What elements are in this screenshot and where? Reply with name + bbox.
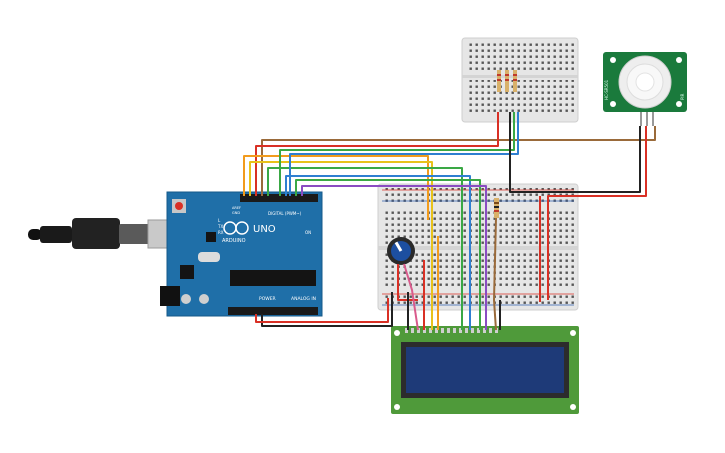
pir-right-text: PIR: [680, 93, 685, 100]
wire-blue-a: [285, 175, 471, 330]
wire-yellow-top: [249, 161, 433, 330]
wire-black-pir: [509, 112, 641, 193]
lcd-pin: [435, 328, 438, 333]
lcd-pin: [441, 328, 444, 333]
small-breadboard: [461, 37, 579, 123]
lcd-screen: [406, 347, 564, 393]
wire-red-top: [255, 112, 499, 196]
wire-pink-pot: [403, 263, 419, 331]
power-label: POWER: [259, 296, 276, 302]
lcd-pin: [447, 328, 450, 333]
on-label: ON: [305, 230, 311, 235]
wire-brown-pir: [261, 126, 656, 196]
atmega-chip: [230, 270, 316, 286]
lcd-pin: [477, 328, 480, 333]
lcd-pin: [483, 328, 486, 333]
lcd-pin: [495, 328, 498, 333]
wire-green-c: [295, 179, 481, 330]
wire-red-bottom: [255, 298, 389, 323]
wire-black-bottom: [261, 292, 393, 327]
arduino-model: UNO: [253, 224, 276, 235]
gnd-label: GND: [232, 211, 240, 215]
analog-label: ANALOG IN: [291, 296, 316, 302]
reset-button: [175, 202, 183, 210]
lcd-pin: [465, 328, 468, 333]
wire-brown-lcd: [493, 217, 497, 331]
power-jack: [160, 286, 180, 306]
l-label: L: [218, 218, 221, 223]
arduino-uno: ARDUINO UNO DIGITAL (PWM~) POWER ANALOG …: [28, 191, 323, 317]
wire-green-a: [267, 167, 463, 330]
digital-header: [240, 194, 318, 202]
lcd-pin-header: [405, 328, 498, 333]
tx-label: TX: [217, 224, 223, 229]
potentiometer: [387, 237, 415, 265]
lcd-display: [391, 326, 579, 414]
wire-blue-b: [289, 112, 519, 196]
wire-green-b: [279, 112, 515, 196]
wiring: [243, 112, 656, 331]
main-bb-resistor: [494, 198, 499, 218]
wire-orange-top: [243, 155, 429, 220]
wire-purple: [301, 185, 487, 330]
lcd-pin: [459, 328, 462, 333]
pir-sensor: HC-SR501 PIR: [603, 52, 687, 126]
aref-label: AREF: [232, 206, 241, 210]
rx-label: RX: [218, 230, 224, 235]
small-bb-resistors: [497, 70, 517, 92]
lcd-pin: [411, 328, 414, 333]
wire-red-pir: [547, 126, 647, 300]
digital-label: DIGITAL (PWM~): [268, 211, 302, 216]
pir-left-text: HC-SR501: [604, 79, 609, 100]
lcd-pin: [453, 328, 456, 333]
lcd-pin: [471, 328, 474, 333]
lcd-pin: [423, 328, 426, 333]
wire-red-pot: [397, 264, 418, 301]
arduino-brand: ARDUINO: [222, 238, 246, 244]
lcd-pin: [489, 328, 492, 333]
lcd-pin: [429, 328, 432, 333]
lcd-pin: [417, 328, 420, 333]
power-analog-header: [228, 307, 318, 315]
usb-cable: [28, 218, 191, 249]
lcd-pin: [405, 328, 408, 333]
